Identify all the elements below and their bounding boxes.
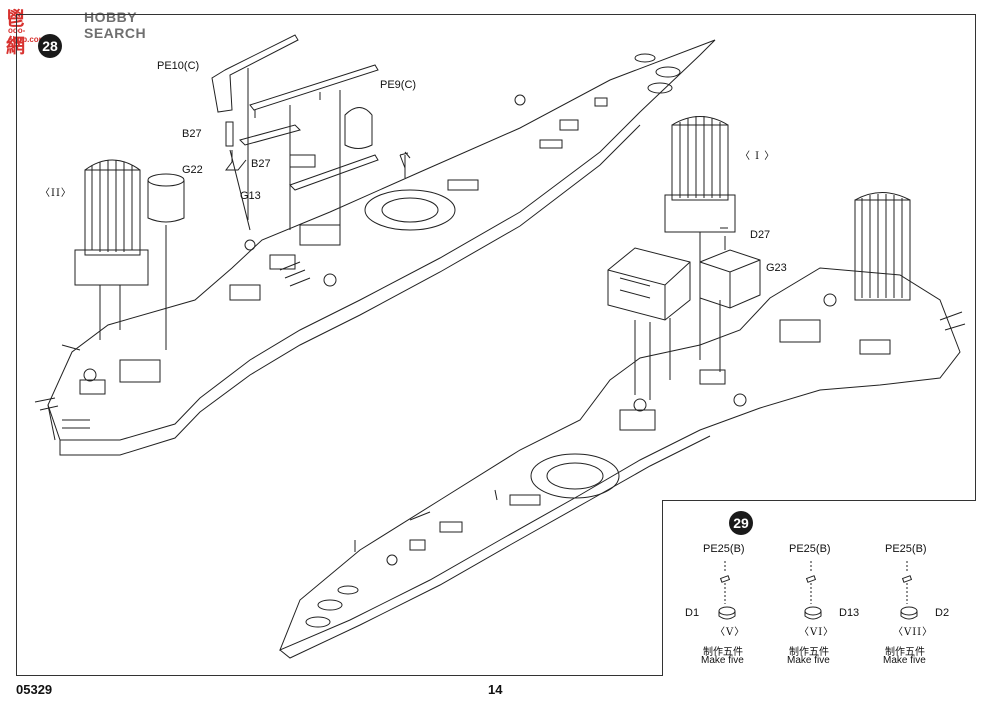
- step29-col2-part: D13: [839, 607, 860, 619]
- label-b27-a: B27: [182, 128, 202, 140]
- label-d27: D27: [750, 229, 771, 241]
- step29-col2-pe: PE25(B): [789, 543, 831, 555]
- step29-col3-en: Make five: [883, 655, 926, 666]
- step29-col3-cn: 制作五件: [885, 647, 925, 658]
- label-g23: G23: [766, 262, 787, 274]
- step-28-badge: 28: [38, 34, 62, 58]
- product-code: 05329: [16, 682, 53, 697]
- step29-col1-pe: PE25(B): [703, 543, 745, 555]
- step29-col3-pe: PE25(B): [885, 543, 927, 555]
- step29-col2-cn: 制作五件: [789, 647, 829, 658]
- left-hull-drawing: [34, 39, 716, 456]
- watermark-site: HOBBY SEARCH: [84, 9, 147, 41]
- step-29-badge: 29: [729, 511, 753, 535]
- step29-col3-part: D2: [935, 607, 950, 619]
- searchlight-cylinder: [147, 173, 185, 350]
- step-29-panel: 29 PE25(B) D1 〈V〉 制作五件 Make five PE25(B)…: [662, 500, 976, 676]
- label-pe9: PE9(C): [380, 79, 417, 91]
- funnel-right-installed: [854, 192, 911, 301]
- label-pe10: PE10(C): [157, 60, 200, 72]
- watermark-logo: 鬯網: [6, 8, 27, 57]
- label-assembly-i: 〈 I 〉: [740, 151, 776, 162]
- step29-col2-en: Make five: [787, 655, 830, 666]
- page-frame: [16, 14, 976, 676]
- step29-col1-part: D1: [685, 607, 700, 619]
- page-number: 14: [488, 682, 503, 697]
- step29-col1-en: Make five: [701, 655, 744, 666]
- step29-col3-assy: 〈VII〉: [893, 627, 934, 638]
- step29-col2-assy: 〈VI〉: [799, 627, 835, 638]
- deck-house-g23: [699, 227, 761, 372]
- step-29-parts-drawing: [718, 561, 918, 620]
- photo-etch-parts: [211, 34, 409, 240]
- label-g13: G13: [240, 190, 261, 202]
- label-b27-b: B27: [251, 158, 271, 170]
- bridge-structure: [607, 247, 691, 400]
- right-hull-drawing: [279, 267, 966, 659]
- funnel-assembly-ii: [74, 159, 149, 340]
- step29-col1-assy: 〈V〉: [715, 627, 746, 638]
- step29-col1-cn: 制作五件: [703, 647, 743, 658]
- label-g22: G22: [182, 164, 203, 176]
- label-assembly-ii: 〈II〉: [40, 188, 72, 199]
